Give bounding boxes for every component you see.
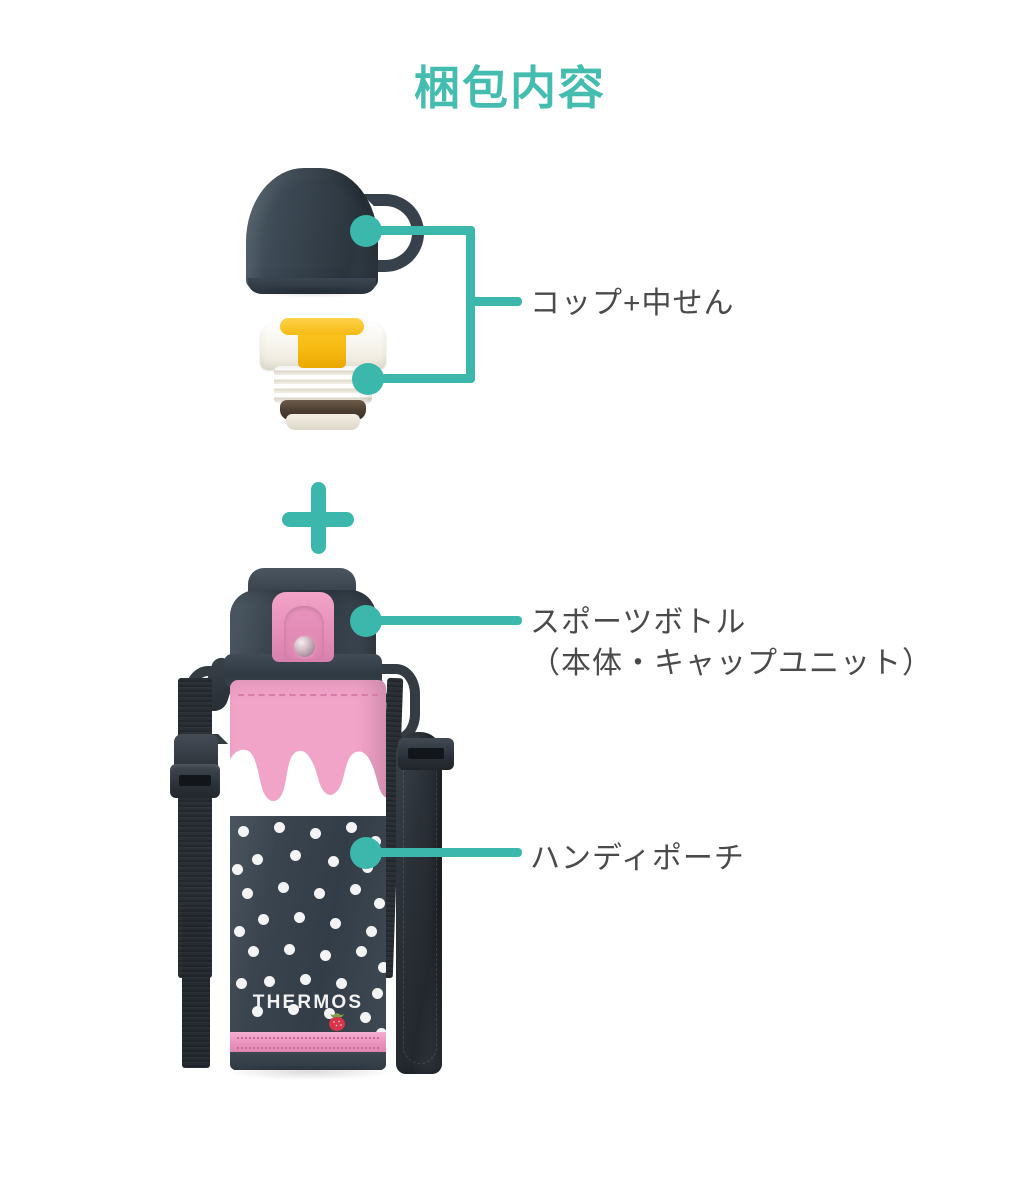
page-title: 梱包内容 bbox=[414, 62, 606, 114]
bottle-with-pouch: THERMOS bbox=[160, 568, 510, 1148]
strap-buckle-right bbox=[398, 738, 454, 770]
shoulder-pad bbox=[396, 732, 442, 1074]
shoulder-strap-left-tail bbox=[182, 908, 210, 1068]
handy-pouch-body: THERMOS bbox=[230, 680, 386, 1070]
stopper-yellow-tab-front bbox=[280, 318, 364, 368]
callout-label-handy-pouch: ハンディポーチ bbox=[530, 838, 745, 879]
callout-label-bottle-line2: （本体・キャップユニット） bbox=[530, 647, 933, 681]
pouch-base bbox=[230, 1052, 386, 1070]
cup-part bbox=[246, 168, 426, 298]
cap-lock-button-icon bbox=[294, 636, 315, 657]
leader-line-cup bbox=[363, 226, 475, 235]
leader-line-sports-bottle bbox=[366, 616, 522, 625]
cup-shadow bbox=[252, 286, 374, 298]
stopper-bottom bbox=[286, 414, 360, 430]
callout-label-sports-bottle: スポーツボトル （本体・キャップユニット） bbox=[530, 602, 933, 685]
strawberry-motif-icon bbox=[329, 1013, 345, 1031]
leader-dot-cup bbox=[350, 215, 382, 247]
callout-label-cup-line1: コップ+中せん bbox=[530, 287, 735, 320]
pouch-pink-trim-band bbox=[230, 1032, 386, 1054]
leader-dot-sports-bottle bbox=[350, 605, 382, 637]
callout-label-pouch-line1: ハンディポーチ bbox=[530, 842, 745, 875]
strap-buckle-left bbox=[170, 764, 220, 798]
pouch-top-stitching bbox=[238, 694, 378, 696]
callout-label-bottle-line1: スポーツボトル bbox=[530, 606, 747, 639]
leader-dot-stopper bbox=[352, 363, 384, 395]
leader-line-stopper bbox=[365, 374, 475, 383]
leader-bracket-stem bbox=[470, 297, 522, 306]
plus-sign bbox=[282, 482, 354, 554]
leader-line-handy-pouch bbox=[366, 848, 522, 857]
cup-body bbox=[246, 168, 378, 294]
thermos-brand-logo: THERMOS bbox=[252, 992, 364, 1013]
pouch-drip-pattern bbox=[230, 749, 386, 834]
callout-label-cup-and-stopper: コップ+中せん bbox=[530, 283, 735, 324]
bottle-ground-shadow bbox=[226, 1066, 392, 1080]
cup-rim bbox=[248, 278, 376, 294]
leader-dot-handy-pouch bbox=[350, 837, 382, 869]
plus-vertical-bar bbox=[311, 482, 326, 554]
